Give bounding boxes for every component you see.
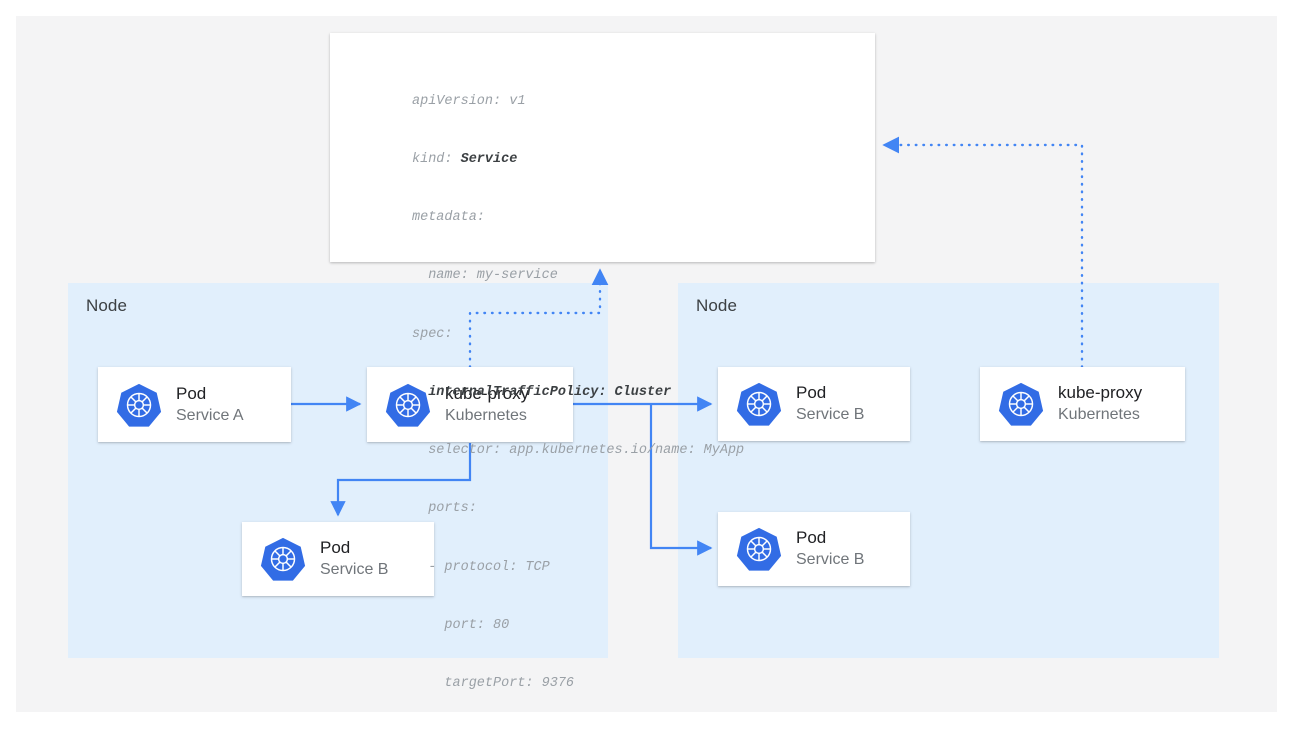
kubernetes-logo-icon: [998, 382, 1044, 426]
node-left-label: Node: [86, 296, 128, 315]
yaml-kind-key: kind:: [412, 152, 461, 168]
yaml-line-selector: selector: app.kubernetes.io/name: MyApp: [412, 443, 745, 459]
card-text: Pod Service A: [176, 383, 244, 427]
card-title: kube-proxy: [445, 383, 530, 403]
card-text: Pod Service B: [796, 527, 864, 571]
yaml-line-spec: spec:: [412, 326, 453, 342]
card-kube-proxy-left[interactable]: kube-proxy Kubernetes: [367, 367, 573, 442]
yaml-kind-value: Service: [460, 152, 518, 168]
card-text: kube-proxy Kubernetes: [1058, 382, 1142, 426]
card-text: Pod Service B: [320, 537, 388, 581]
yaml-line-metadata: metadata:: [412, 210, 485, 226]
node-group-right: [678, 283, 1219, 658]
yaml-line-protocol: - protocol: TCP: [412, 559, 550, 575]
yaml-line-port: port: 80: [412, 617, 510, 633]
kubernetes-logo-icon: [260, 537, 306, 581]
kubernetes-logo-icon: [116, 383, 162, 427]
card-subtitle: Kubernetes: [1058, 406, 1140, 423]
card-pod-service-a[interactable]: Pod Service A: [98, 367, 291, 442]
card-kube-proxy-right[interactable]: kube-proxy Kubernetes: [980, 367, 1185, 441]
card-text: Pod Service B: [796, 382, 864, 426]
kubernetes-logo-icon: [736, 527, 782, 571]
yaml-line-ports: ports:: [412, 501, 477, 517]
card-subtitle: Service A: [176, 406, 244, 424]
card-subtitle: Service B: [796, 406, 865, 423]
card-pod-service-b-right-top[interactable]: Pod Service B: [718, 367, 910, 441]
card-subtitle: Service B: [796, 551, 865, 568]
card-title: Pod: [320, 538, 351, 557]
card-title: Pod: [796, 383, 827, 402]
yaml-line-apiversion: apiVersion: v1: [412, 93, 526, 109]
yaml-line-targetport: targetPort: 9376: [412, 676, 575, 691]
card-title: Pod: [796, 528, 827, 547]
card-subtitle: Kubernetes: [445, 406, 527, 424]
card-subtitle: Service B: [320, 561, 389, 578]
yaml-line-kind: kind: Service: [412, 150, 744, 169]
card-title: Pod: [176, 383, 207, 403]
service-manifest-yaml: apiVersion: v1 kind: Service metadata: n…: [412, 53, 744, 732]
card-pod-service-b-right-bottom[interactable]: Pod Service B: [718, 512, 910, 586]
card-pod-service-b-left[interactable]: Pod Service B: [242, 522, 434, 596]
card-text: kube-proxy Kubernetes: [445, 383, 529, 427]
card-title: kube-proxy: [1058, 383, 1143, 402]
yaml-line-internal-traffic-policy: internalTrafficPolicy: Cluster: [412, 384, 672, 400]
node-right-label: Node: [696, 296, 738, 315]
yaml-line-name: name: my-service: [412, 268, 558, 284]
service-manifest-card: apiVersion: v1 kind: Service metadata: n…: [330, 33, 875, 691]
kubernetes-logo-icon: [385, 383, 431, 427]
kubernetes-logo-icon: [736, 382, 782, 426]
